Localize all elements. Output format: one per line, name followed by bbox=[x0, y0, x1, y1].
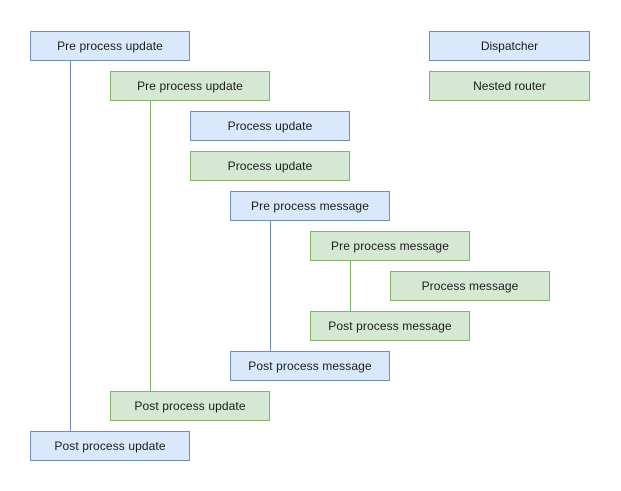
diagram-node[interactable]: Post process update bbox=[30, 431, 190, 461]
node-label: Process update bbox=[227, 159, 313, 173]
diagram-node[interactable]: Pre process message bbox=[230, 191, 390, 221]
node-label: Process message bbox=[421, 279, 519, 293]
node-label: Pre process update bbox=[57, 39, 163, 53]
connector-line bbox=[350, 261, 351, 311]
node-label: Post process update bbox=[54, 439, 166, 453]
legend-item-label: Dispatcher bbox=[480, 39, 539, 53]
diagram-node[interactable]: Pre process update bbox=[110, 71, 270, 101]
connector-line bbox=[270, 221, 271, 351]
legend-item-label: Nested router bbox=[473, 79, 546, 93]
diagram-node[interactable]: Pre process update bbox=[30, 31, 190, 61]
node-label: Process update bbox=[227, 119, 313, 133]
legend-item-blue[interactable]: Dispatcher bbox=[429, 31, 590, 61]
diagram-node[interactable]: Post process message bbox=[310, 311, 470, 341]
diagram-node[interactable]: Process message bbox=[390, 271, 550, 301]
node-label: Pre process message bbox=[331, 239, 449, 253]
node-label: Post process message bbox=[328, 319, 452, 333]
diagram-node[interactable]: Process update bbox=[190, 111, 350, 141]
connector-line bbox=[70, 61, 71, 431]
diagram-node[interactable]: Post process message bbox=[230, 351, 390, 381]
node-label: Pre process message bbox=[251, 199, 369, 213]
diagram-node[interactable]: Post process update bbox=[110, 391, 270, 421]
node-label: Pre process update bbox=[137, 79, 243, 93]
diagram-node[interactable]: Process update bbox=[190, 151, 350, 181]
legend-item-green[interactable]: Nested router bbox=[429, 71, 590, 101]
node-label: Post process update bbox=[134, 399, 246, 413]
node-label: Post process message bbox=[248, 359, 372, 373]
diagram-node[interactable]: Pre process message bbox=[310, 231, 470, 261]
connector-line bbox=[150, 101, 151, 391]
